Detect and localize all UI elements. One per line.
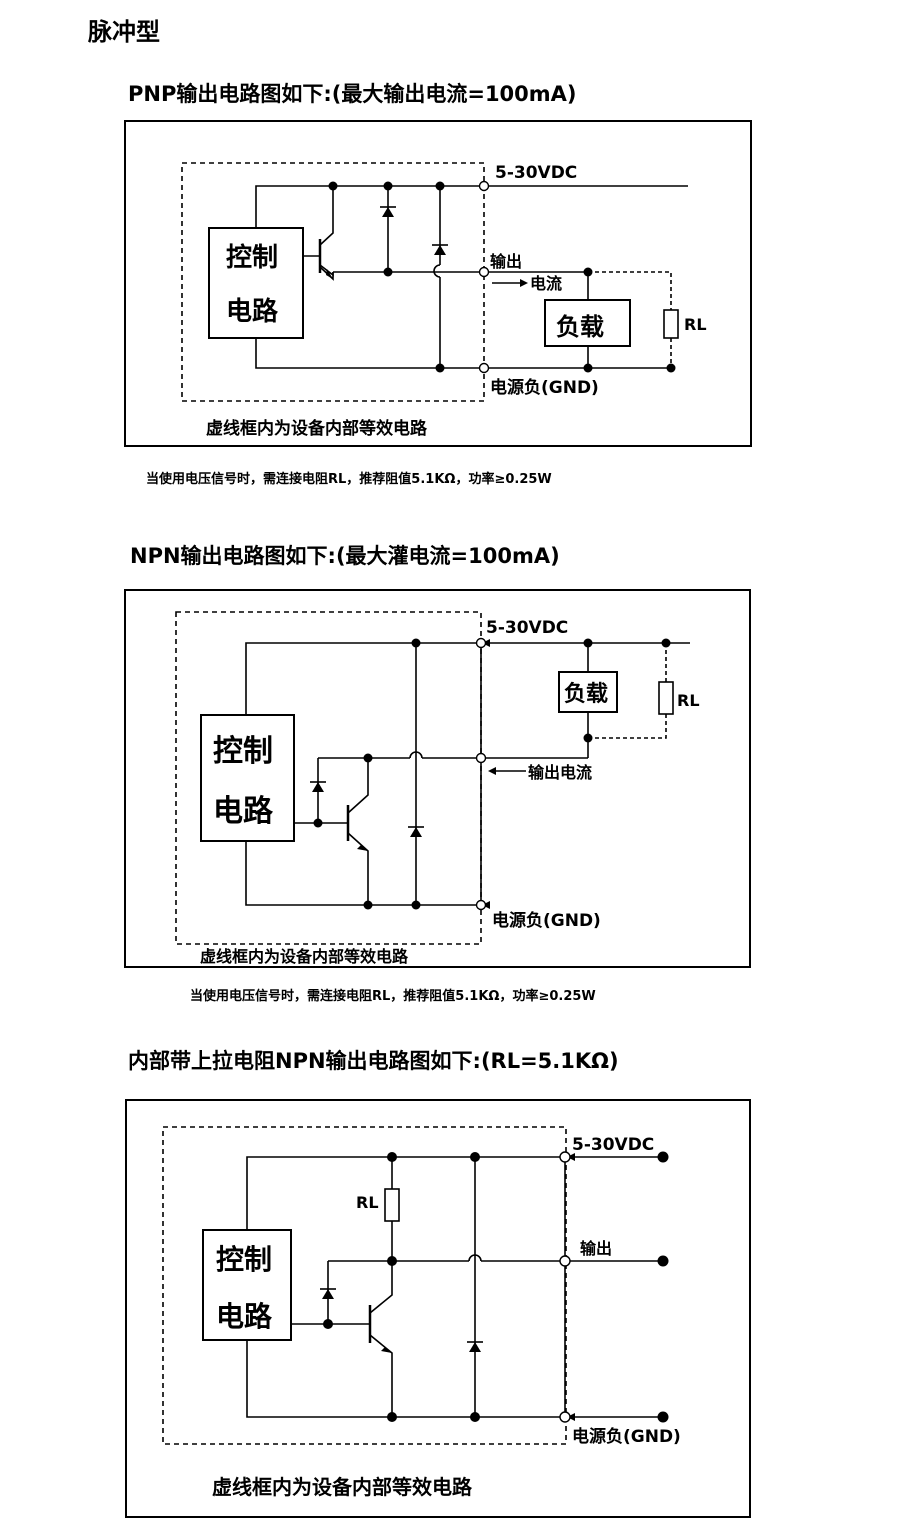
npn-control-box: [200, 714, 295, 842]
npn-supply-label: 5-30VDC: [486, 618, 568, 638]
npn-pullup-frame: [125, 1099, 751, 1518]
pnp-supply-label: 5-30VDC: [495, 163, 577, 183]
pnp-frame: [124, 120, 752, 447]
npn-circuit-diagram: 5-30VDC 控制 电路 负载 RL 输出电流 电源负(GND) 虚线框内为设…: [124, 589, 751, 968]
npn-pullup-supply-label: 5-30VDC: [572, 1135, 654, 1155]
npn-pullup-output-label: 输出: [580, 1239, 612, 1258]
npn-dashed-note: 虚线框内为设备内部等效电路: [200, 947, 409, 966]
npn-section-title: NPN输出电路图如下:(最大灌电流=100mA): [130, 544, 560, 568]
pnp-circuit-diagram: 5-30VDC 控制 电路 输出 电流 负载 RL 电源负(GND) 虚线框内为…: [124, 120, 752, 447]
pnp-output-label: 输出: [490, 252, 522, 271]
page-title: 脉冲型: [88, 18, 160, 46]
npn-pullup-dashed-box: [162, 1126, 567, 1445]
pnp-current-label: 电流: [530, 274, 562, 293]
pnp-footnote: 当使用电压信号时，需连接电阻RL，推荐阻值5.1KΩ，功率≥0.25W: [146, 472, 552, 487]
pnp-control-label-2: 电路: [226, 296, 279, 327]
npn-pullup-rl-label: RL: [356, 1193, 379, 1212]
npn-gnd-label: 电源负(GND): [492, 910, 601, 931]
pnp-section-title: PNP输出电路图如下:(最大输出电流=100mA): [128, 82, 577, 106]
pnp-gnd-label: 电源负(GND): [490, 377, 599, 398]
npn-load-label: 负载: [564, 681, 608, 707]
npn-footnote: 当使用电压信号时，需连接电阻RL，推荐阻值5.1KΩ，功率≥0.25W: [190, 989, 596, 1004]
npn-pullup-circuit-diagram: 5-30VDC RL 输出 控制 电路 电源负(GND) 虚线框内为设备内部等效…: [125, 1099, 751, 1518]
npn-control-label-1: 控制: [213, 734, 273, 769]
pnp-dashed-note: 虚线框内为设备内部等效电路: [206, 418, 428, 439]
npn-frame: [124, 589, 751, 968]
npn-pullup-control-label-2: 电路: [216, 1300, 273, 1333]
npn-pullup-section-title: 内部带上拉电阻NPN输出电路图如下:(RL=5.1KΩ): [128, 1049, 619, 1073]
npn-control-label-2: 电路: [213, 794, 274, 829]
npn-pullup-gnd-label: 电源负(GND): [572, 1426, 681, 1447]
npn-pullup-dashed-note: 虚线框内为设备内部等效电路: [212, 1475, 473, 1499]
pnp-load-label: 负载: [556, 313, 604, 341]
pnp-control-label-1: 控制: [226, 243, 278, 273]
pnp-rl-label: RL: [684, 315, 707, 334]
npn-output-current-label: 输出电流: [528, 763, 592, 782]
npn-dashed-box: [175, 611, 482, 945]
npn-pullup-control-label-1: 控制: [216, 1243, 272, 1276]
npn-rl-label: RL: [677, 691, 700, 710]
